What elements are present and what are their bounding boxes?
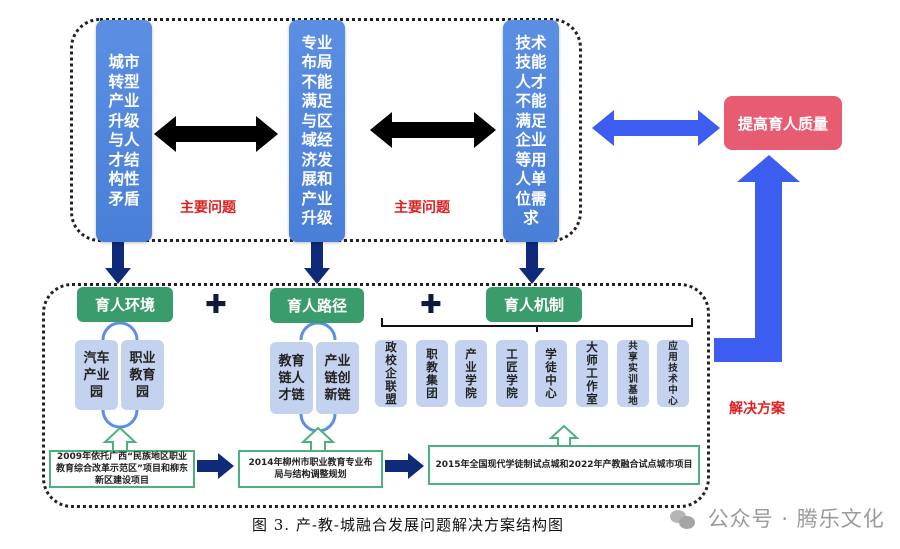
mechanism-item-7-text: 共享实训基地 [628,340,638,407]
environment-header: 育人环境 [77,287,173,322]
mechanism-item-5-text: 学徒中心 [545,346,557,400]
environment-item-2: 职业教育园 [121,340,164,410]
problem-column-3: 技术技能人才不能满足企业等用人单位需求 [503,20,559,242]
mechanism-title: 育人机制 [503,296,564,314]
right-arrow-2 [385,453,424,479]
mechanism-item-4-text: 工匠学院 [506,346,518,400]
mechanism-basis-text: 2015年全国现代学徒制试点城和2022年产教融合试点城市项目 [435,460,693,470]
problem-text-3: 技术技能人才不能满足企业等用人单位需求 [515,33,547,228]
down-arrow-3 [519,240,545,284]
path-item-1: 教育链人才链 [270,342,313,414]
mechanism-item-1-text: 政校企联盟 [385,340,397,406]
environment-item-2-text: 职业教育园 [129,350,156,400]
up-arrow-mech [548,424,580,447]
problem-text-2: 专业布局不能满足与区域经济发展和产业升级 [301,33,333,228]
path-header: 育人路径 [270,288,364,323]
mechanism-item-1: 政校企联盟 [375,340,407,407]
mechanism-item-6: 大师工作室 [576,340,608,407]
problem-column-2: 专业布局不能满足与区域经济发展和产业升级 [289,20,345,242]
path-item-1-text: 教育链人才链 [278,353,305,403]
environment-basis-box: 2009年依托广西“民族地区职业教育综合改革示范区”项目和柳东新区建设项目 [49,450,195,488]
goal-text: 提高育人质量 [737,114,828,133]
path-title: 育人路径 [286,297,347,315]
solutions-container [42,283,710,508]
mechanism-item-3: 产业学院 [455,340,487,407]
environment-title: 育人环境 [94,296,155,314]
mechanism-basis-box: 2015年全国现代学徒制试点城和2022年产教融合试点城市项目 [428,445,700,485]
double-arrow-middle [370,112,496,148]
cycle-arc-path-top [299,321,337,341]
path-basis-box: 2014年柳州市职业教育专业布局与结构调整规划 [238,450,383,488]
solution-arrow-up [714,155,800,362]
down-arrow-2 [304,240,330,284]
mechanism-header: 育人机制 [486,287,582,322]
main-problem-label-right: 主要问题 [394,200,450,216]
path-item-2: 产业链创新链 [316,342,359,414]
double-arrow-left [154,116,278,152]
down-arrow-1 [105,240,131,284]
mechanism-item-8-text: 应用技术中心 [668,340,678,407]
mechanism-item-7: 共享实训基地 [617,340,649,407]
mechanism-item-4: 工匠学院 [496,340,528,407]
mechanism-item-2: 职教集团 [416,340,448,407]
path-item-2-text: 产业链创新链 [324,353,351,403]
environment-basis-text: 2009年依托广西“民族地区职业教育综合改革示范区”项目和柳东新区建设项目 [56,452,188,486]
mechanism-item-8: 应用技术中心 [657,340,689,407]
plus-icon-1: ✚ [205,290,227,320]
watermark: 公众号 · 腾乐文化 [670,503,885,533]
mechanism-item-3-text: 产业学院 [465,346,477,400]
watermark-text: 公众号 · 腾乐文化 [707,507,885,531]
right-arrow-1 [197,453,234,479]
path-basis-text: 2014年柳州市职业教育专业布局与结构调整规划 [248,458,373,480]
double-arrow-goal [592,110,720,146]
mechanism-item-5: 学徒中心 [535,340,567,407]
plus-icon-2: ✚ [420,290,442,320]
environment-item-1: 汽车产业园 [75,340,118,410]
problem-column-1: 城市转型产业升级与人才结构性矛盾 [96,20,152,242]
main-problem-label-left: 主要问题 [180,200,236,216]
mechanism-item-2-text: 职教集团 [426,346,438,400]
wechat-icon [670,510,696,530]
goal-box: 提高育人质量 [724,96,842,150]
figure-caption: 图 3. 产-教-城融合发展问题解决方案结构图 [252,516,564,534]
cycle-arc-env-top [101,321,139,341]
solution-label: 解决方案 [729,401,785,417]
mechanism-item-6-text: 大师工作室 [586,340,598,406]
problem-text-1: 城市转型产业升级与人才结构性矛盾 [108,53,140,208]
environment-item-1-text: 汽车产业园 [83,350,110,400]
mechanism-bracket [381,318,693,332]
